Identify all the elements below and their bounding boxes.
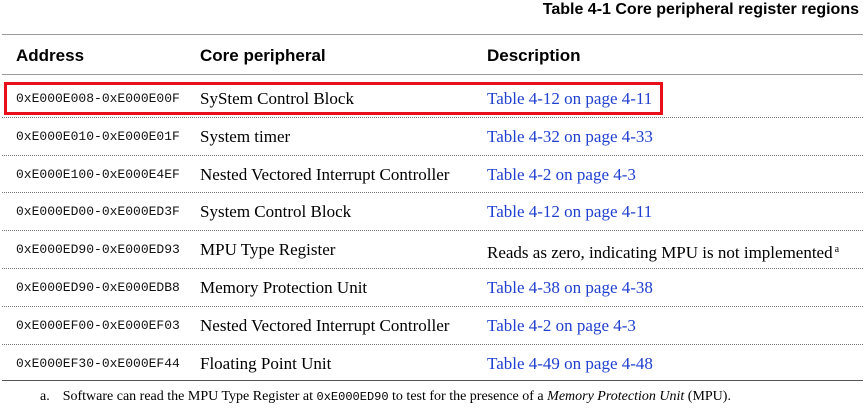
address-cell: 0xE000EF30-0xE000EF44 [16,356,180,371]
footnote-marker: a. [40,389,50,404]
peripheral-cell: Floating Point Unit [200,354,332,373]
footnote-text-middle: to test for the presence of a [388,389,548,404]
footnote: a. Software can read the MPU Type Registe… [40,387,731,407]
address-cell: 0xE000ED90-0xE000ED93 [16,242,180,257]
peripheral-cell: MPU Type Register [200,240,336,259]
description-text: Reads as zero, indicating MPU is not imp… [487,243,833,262]
table-reference-link[interactable]: Table 4-38 on page 4-38 [487,278,653,297]
peripheral-cell: System timer [200,127,291,146]
row-separator [2,192,863,193]
row-separator [2,155,863,156]
header-rule [2,74,863,75]
row-separator [2,117,863,118]
description-cell: Table 4-12 on page 4-11 [487,80,652,117]
row-separator [2,344,863,345]
description-cell: Table 4-12 on page 4-11 [487,193,652,230]
table-reference-link[interactable]: Table 4-32 on page 4-33 [487,127,653,146]
bottom-rule [2,380,863,381]
description-cell: Table 4-49 on page 4-48 [487,345,653,382]
description-cell: Table 4-32 on page 4-33 [487,118,653,155]
row-separator [2,306,863,307]
table-reference-link[interactable]: Table 4-12 on page 4-11 [487,202,653,221]
top-rule [2,34,863,35]
footnote-text-before: Software can read the MPU Type Register … [62,389,317,404]
header-description: Description [487,46,581,65]
footnote-ref: a [834,244,840,255]
description-cell: Table 4-2 on page 4-3 [487,307,636,344]
address-cell: 0xE000E010-0xE000E01F [16,129,180,144]
footnote-code: 0xE000ED90 [316,390,389,404]
row-separator [2,230,863,231]
peripheral-cell: Nested Vectored Interrupt Controller [200,165,450,184]
description-cell: Reads as zero, indicating MPU is not imp… [487,231,839,268]
peripheral-cell: Memory Protection Unit [200,278,368,297]
table-reference-link[interactable]: Table 4-2 on page 4-3 [487,165,636,184]
table-row: 0xE000E100-0xE000E4EF Nested Vectored Int… [0,156,865,193]
table-title: Table 4-1 Core peripheral register regio… [542,1,859,18]
table-header-row: Address Core peripheral Description [0,44,865,70]
footnote-emphasis: Memory Protection Unit [547,389,685,404]
table-reference-link[interactable]: Table 4-49 on page 4-48 [487,354,653,373]
table-row: 0xE000ED90-0xE000ED93 MPU Type Register Re… [0,231,865,268]
peripheral-cell: System Control Block [200,202,352,221]
table-row: 0xE000ED00-0xE000ED3F System Control Bloc… [0,193,865,230]
table-row: 0xE000ED90-0xE000EDB8 Memory Protection U… [0,269,865,306]
table-row: 0xE000EF00-0xE000EF03 Nested Vectored Int… [0,307,865,344]
address-cell: 0xE000ED00-0xE000ED3F [16,204,180,219]
description-cell: Table 4-38 on page 4-38 [487,269,653,306]
address-cell: 0xE000E008-0xE000E00F [16,91,180,106]
peripheral-cell: SyStem Control Block [200,89,354,108]
description-cell: Table 4-2 on page 4-3 [487,156,636,193]
address-cell: 0xE000E100-0xE000E4EF [16,167,180,182]
table-reference-link[interactable]: Table 4-12 on page 4-11 [487,89,653,108]
table-row: 0xE000E008-0xE000E00F SyStem Control Bloc… [0,80,865,117]
header-core-peripheral: Core peripheral [200,46,326,65]
address-cell: 0xE000ED90-0xE000EDB8 [16,280,180,295]
table-row: 0xE000EF30-0xE000EF44 Floating Point Unit… [0,345,865,382]
table-row: 0xE000E010-0xE000E01F System timer Table 4… [0,118,865,155]
row-separator [2,268,863,269]
table-reference-link[interactable]: Table 4-2 on page 4-3 [487,316,636,335]
footnote-text-after: (MPU). [684,389,731,404]
header-address: Address [16,46,85,65]
peripheral-cell: Nested Vectored Interrupt Controller [200,316,450,335]
address-cell: 0xE000EF00-0xE000EF03 [16,318,180,333]
